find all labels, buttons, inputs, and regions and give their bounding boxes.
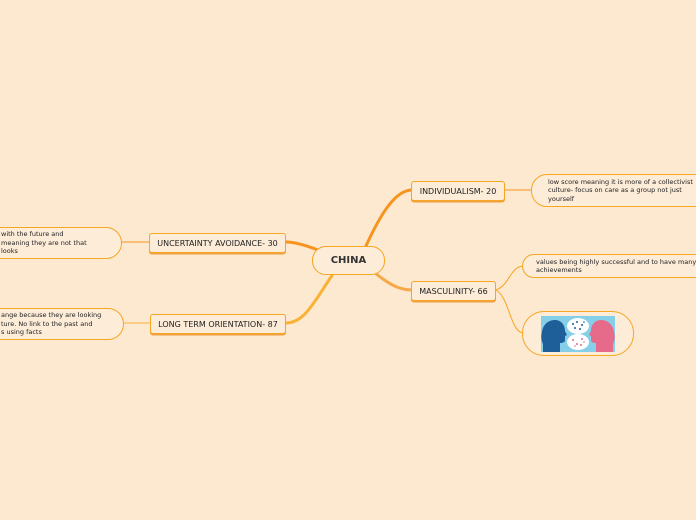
- leaf-text-line: with the future and: [1, 230, 64, 239]
- leaf-masculinity-note[interactable]: values being highly successful and to ha…: [522, 254, 696, 278]
- leaf-text-line: ture. No link to the past and: [1, 319, 93, 328]
- central-topic-china[interactable]: CHINA: [312, 246, 385, 275]
- leaf-text-line: ange because they are looking: [1, 311, 102, 320]
- topic-long-term-orientation[interactable]: LONG TERM ORIENTATION- 87: [150, 314, 286, 334]
- two-heads-thinking-icon: [541, 315, 615, 352]
- leaf-masculinity-image[interactable]: [522, 311, 634, 356]
- leaf-text-line: culture- focus on care as a group not ju…: [548, 186, 682, 195]
- leaf-text-line: low score meaning it is more of a collec…: [548, 177, 693, 186]
- leaf-text-line: meaning they are not that: [1, 238, 87, 247]
- leaf-text-line: looks: [1, 247, 18, 256]
- topic-uncertainty-avoidance[interactable]: UNCERTAINTY AVOIDANCE- 30: [149, 233, 286, 253]
- leaf-text-line: yourself: [548, 194, 575, 203]
- leaf-text-line: values being highly successful and to ha…: [536, 257, 696, 266]
- leaf-text-line: s using facts: [1, 328, 42, 337]
- leaf-uncertainty-note[interactable]: with the future and meaning they are not…: [0, 227, 122, 259]
- leaf-individualism-note[interactable]: low score meaning it is more of a collec…: [531, 174, 696, 207]
- leaf-text-line: achievements: [536, 266, 582, 274]
- topic-masculinity[interactable]: MASCULINITY- 66: [411, 281, 496, 301]
- leaf-long-term-note[interactable]: ange because they are looking ture. No l…: [0, 308, 124, 340]
- topic-individualism[interactable]: INDIVIDUALISM- 20: [411, 181, 505, 201]
